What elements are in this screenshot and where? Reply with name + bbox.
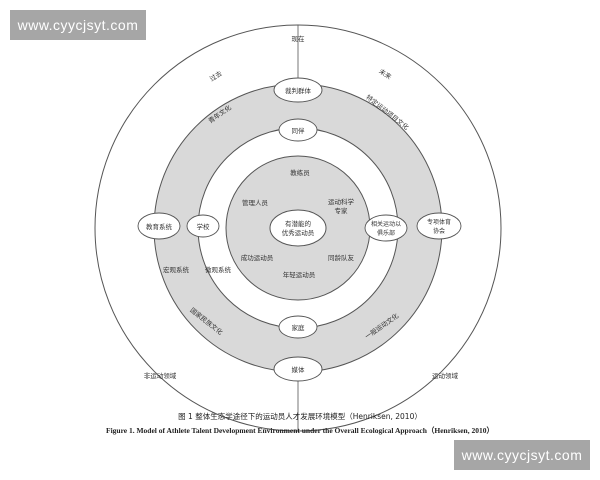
label-sport-federation-2: 协会 (433, 227, 445, 235)
label-sport-domain: 运动领域 (432, 371, 459, 380)
label-club-2: 俱乐部 (377, 229, 395, 237)
label-teammates: 同龄队友 (328, 253, 355, 262)
label-coach: 教练员 (290, 168, 310, 177)
label-club: 相关运动以 (371, 220, 401, 228)
label-school: 学校 (197, 222, 211, 231)
watermark-bottom: www.cyycjsyt.com (454, 440, 590, 470)
watermark-top: www.cyycjsyt.com (10, 10, 146, 40)
ellipse-education-system (137, 212, 181, 240)
center-ellipse (269, 209, 327, 247)
ellipse-media (273, 356, 323, 382)
label-macro-system: 宏观系统 (163, 265, 190, 274)
label-micro-system: 微观系统 (205, 265, 232, 274)
ellipse-peers (278, 118, 318, 142)
label-sport-science-2: 专家 (335, 206, 349, 215)
label-young-athletes: 年轻运动员 (283, 270, 316, 279)
caption-english: Figure 1. Model of Athlete Talent Develo… (106, 426, 494, 435)
label-non-sport-domain: 非运动领域 (144, 371, 177, 380)
label-sport-federation: 专项体育 (427, 218, 451, 226)
ellipse-school (186, 214, 220, 238)
label-center-2: 优秀运动员 (282, 228, 315, 237)
ellipse-club (364, 214, 408, 242)
label-center-1: 有潜能的 (285, 219, 312, 228)
ellipse-referees (273, 77, 323, 103)
label-manager: 管理人员 (242, 198, 269, 207)
label-education-system: 教育系统 (146, 222, 173, 231)
label-successful-athletes: 成功运动员 (241, 253, 274, 262)
label-referees: 裁判群体 (285, 86, 312, 95)
label-sport-science: 运动科学 (328, 197, 355, 206)
label-peers: 同伴 (292, 126, 306, 135)
ellipse-sport-federation (416, 212, 462, 240)
label-present: 现在 (292, 34, 306, 43)
caption-chinese: 图 1 整体生态学途径下的运动员人才发展环境模型（Henriksen, 2010… (178, 412, 422, 421)
ellipse-family (278, 315, 318, 339)
label-media: 媒体 (292, 365, 306, 374)
label-family: 家庭 (292, 323, 306, 332)
